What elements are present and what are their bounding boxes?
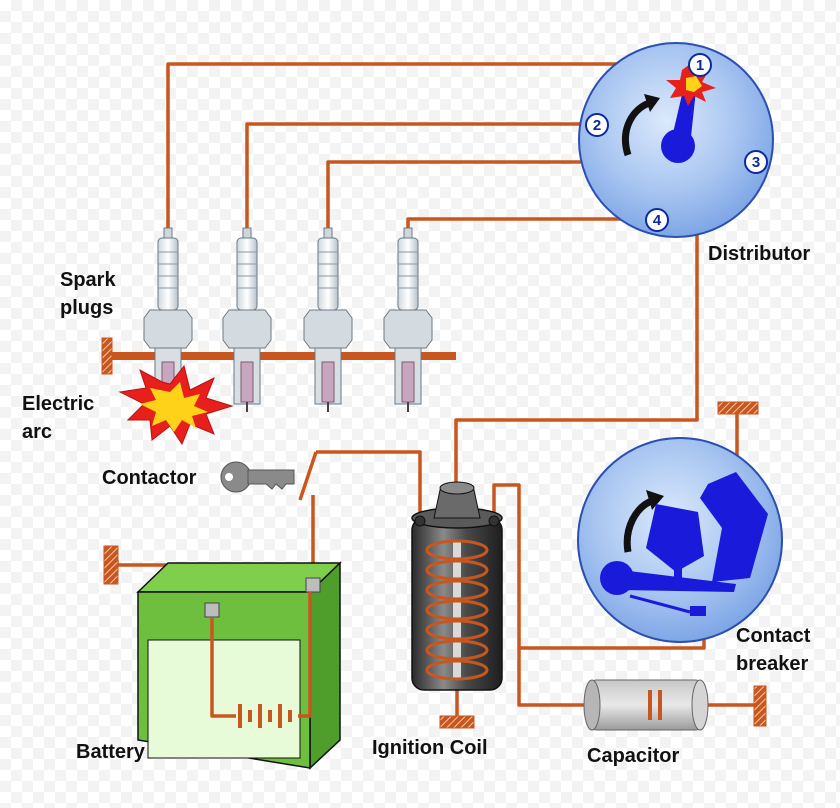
battery-label: Battery — [76, 741, 146, 763]
terminal-1-label: 1 — [696, 57, 704, 74]
spark-plugs-label-line1: Spark — [60, 269, 116, 291]
terminal-3-label: 3 — [752, 154, 760, 171]
spark-plugs-label-line2: plugs — [60, 297, 113, 319]
electric-arc-spark-icon — [118, 364, 234, 446]
terminal-2-label: 2 — [593, 117, 601, 134]
breaker-rotation-arrow-icon — [623, 496, 656, 553]
wire-plug4 — [406, 217, 645, 232]
spark-plug-2 — [222, 227, 272, 412]
terminal-4-label: 4 — [653, 212, 662, 229]
contact-breaker — [577, 401, 783, 643]
contact-breaker-label-line1: Contact — [736, 625, 811, 647]
wire-plug1 — [166, 62, 682, 232]
capacitor-label: Capacitor — [587, 745, 679, 767]
breaker-cam — [646, 504, 704, 572]
wire-coil-breaker — [492, 483, 706, 650]
spark-plug-4 — [383, 227, 433, 412]
distributor-rotation-arrow-icon — [622, 98, 654, 157]
contact-breaker-label-line2: breaker — [736, 653, 808, 675]
spark-plug-3 — [303, 227, 353, 412]
distributor: 1 2 3 4 — [578, 42, 774, 238]
battery-internal-wire — [210, 617, 236, 718]
distributor-label: Distributor — [708, 243, 810, 265]
battery-cells-icon — [238, 704, 292, 728]
labels: Spark plugs Electric arc Distributor Con… — [22, 243, 811, 767]
electric-arc-label-line1: Electric — [22, 393, 94, 415]
distributor-terminal-1: 1 — [688, 53, 712, 77]
distributor-terminal-2: 2 — [585, 113, 609, 137]
coil-winding — [425, 539, 489, 681]
spark-plugs — [143, 227, 433, 412]
wiring — [115, 62, 758, 718]
wire-plug2 — [245, 122, 585, 232]
ignition-coil-label: Ignition Coil — [372, 737, 488, 759]
capacitor — [583, 679, 767, 731]
key-icon — [220, 461, 295, 493]
electric-arc-label-line2: arc — [22, 421, 52, 443]
distributor-terminal-4: 4 — [645, 208, 669, 232]
wire-coil-distributor — [454, 155, 699, 488]
contactor-label: Contactor — [102, 467, 197, 489]
contactor-switch — [220, 451, 318, 501]
battery — [103, 545, 342, 770]
distributor-terminal-3: 3 — [744, 150, 768, 174]
ignition-coil — [411, 481, 503, 729]
engine-ground-bar — [101, 337, 456, 375]
wire-contactor-coil — [316, 450, 422, 518]
breaker-contact-arm — [700, 472, 768, 582]
